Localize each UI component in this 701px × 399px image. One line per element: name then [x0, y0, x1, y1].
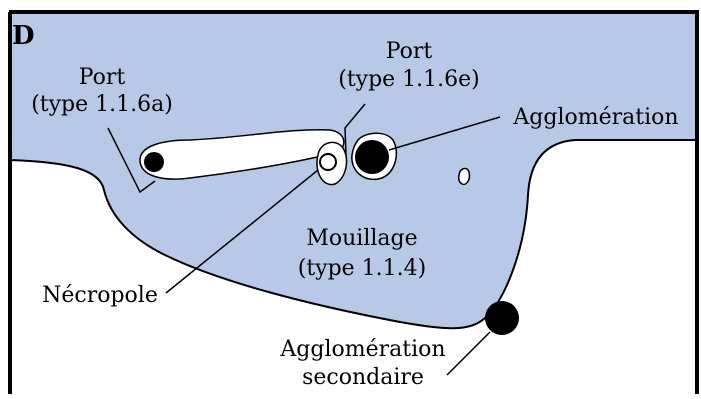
- leader-agglomeration: [388, 116, 501, 151]
- port-a-label-line2: (type 1.1.6a): [31, 92, 173, 117]
- leader-necropole: [165, 169, 319, 294]
- agglomeration-site: [355, 140, 389, 174]
- agglomeration-secondaire-label-line2: secondaire: [302, 365, 424, 390]
- port-a-site: [144, 152, 164, 172]
- leader-agglomeration-secondaire: [446, 331, 491, 376]
- mouillage-label-line1: Mouillage: [306, 226, 417, 251]
- necropole-site: [319, 153, 337, 171]
- agglomeration-secondaire-site: [485, 301, 519, 335]
- port-a-label-line1: Port: [79, 65, 126, 90]
- port-e-label-line2: (type 1.1.6e): [338, 67, 480, 92]
- water-area: [9, 11, 698, 330]
- harbour-basin: [139, 128, 345, 180]
- agglomeration-secondaire-label-line1: Agglomération: [279, 337, 445, 362]
- necropole-label: Nécropole: [42, 283, 158, 308]
- agglomeration-label: Agglomération: [512, 105, 678, 130]
- leader-port-a: [107, 127, 156, 194]
- small-islet: [457, 167, 471, 186]
- leader-port-e: [344, 103, 366, 156]
- port-e-label-line1: Port: [386, 39, 433, 64]
- panel-label: D: [12, 21, 35, 51]
- mouillage-label-line2: (type 1.1.4): [298, 256, 427, 281]
